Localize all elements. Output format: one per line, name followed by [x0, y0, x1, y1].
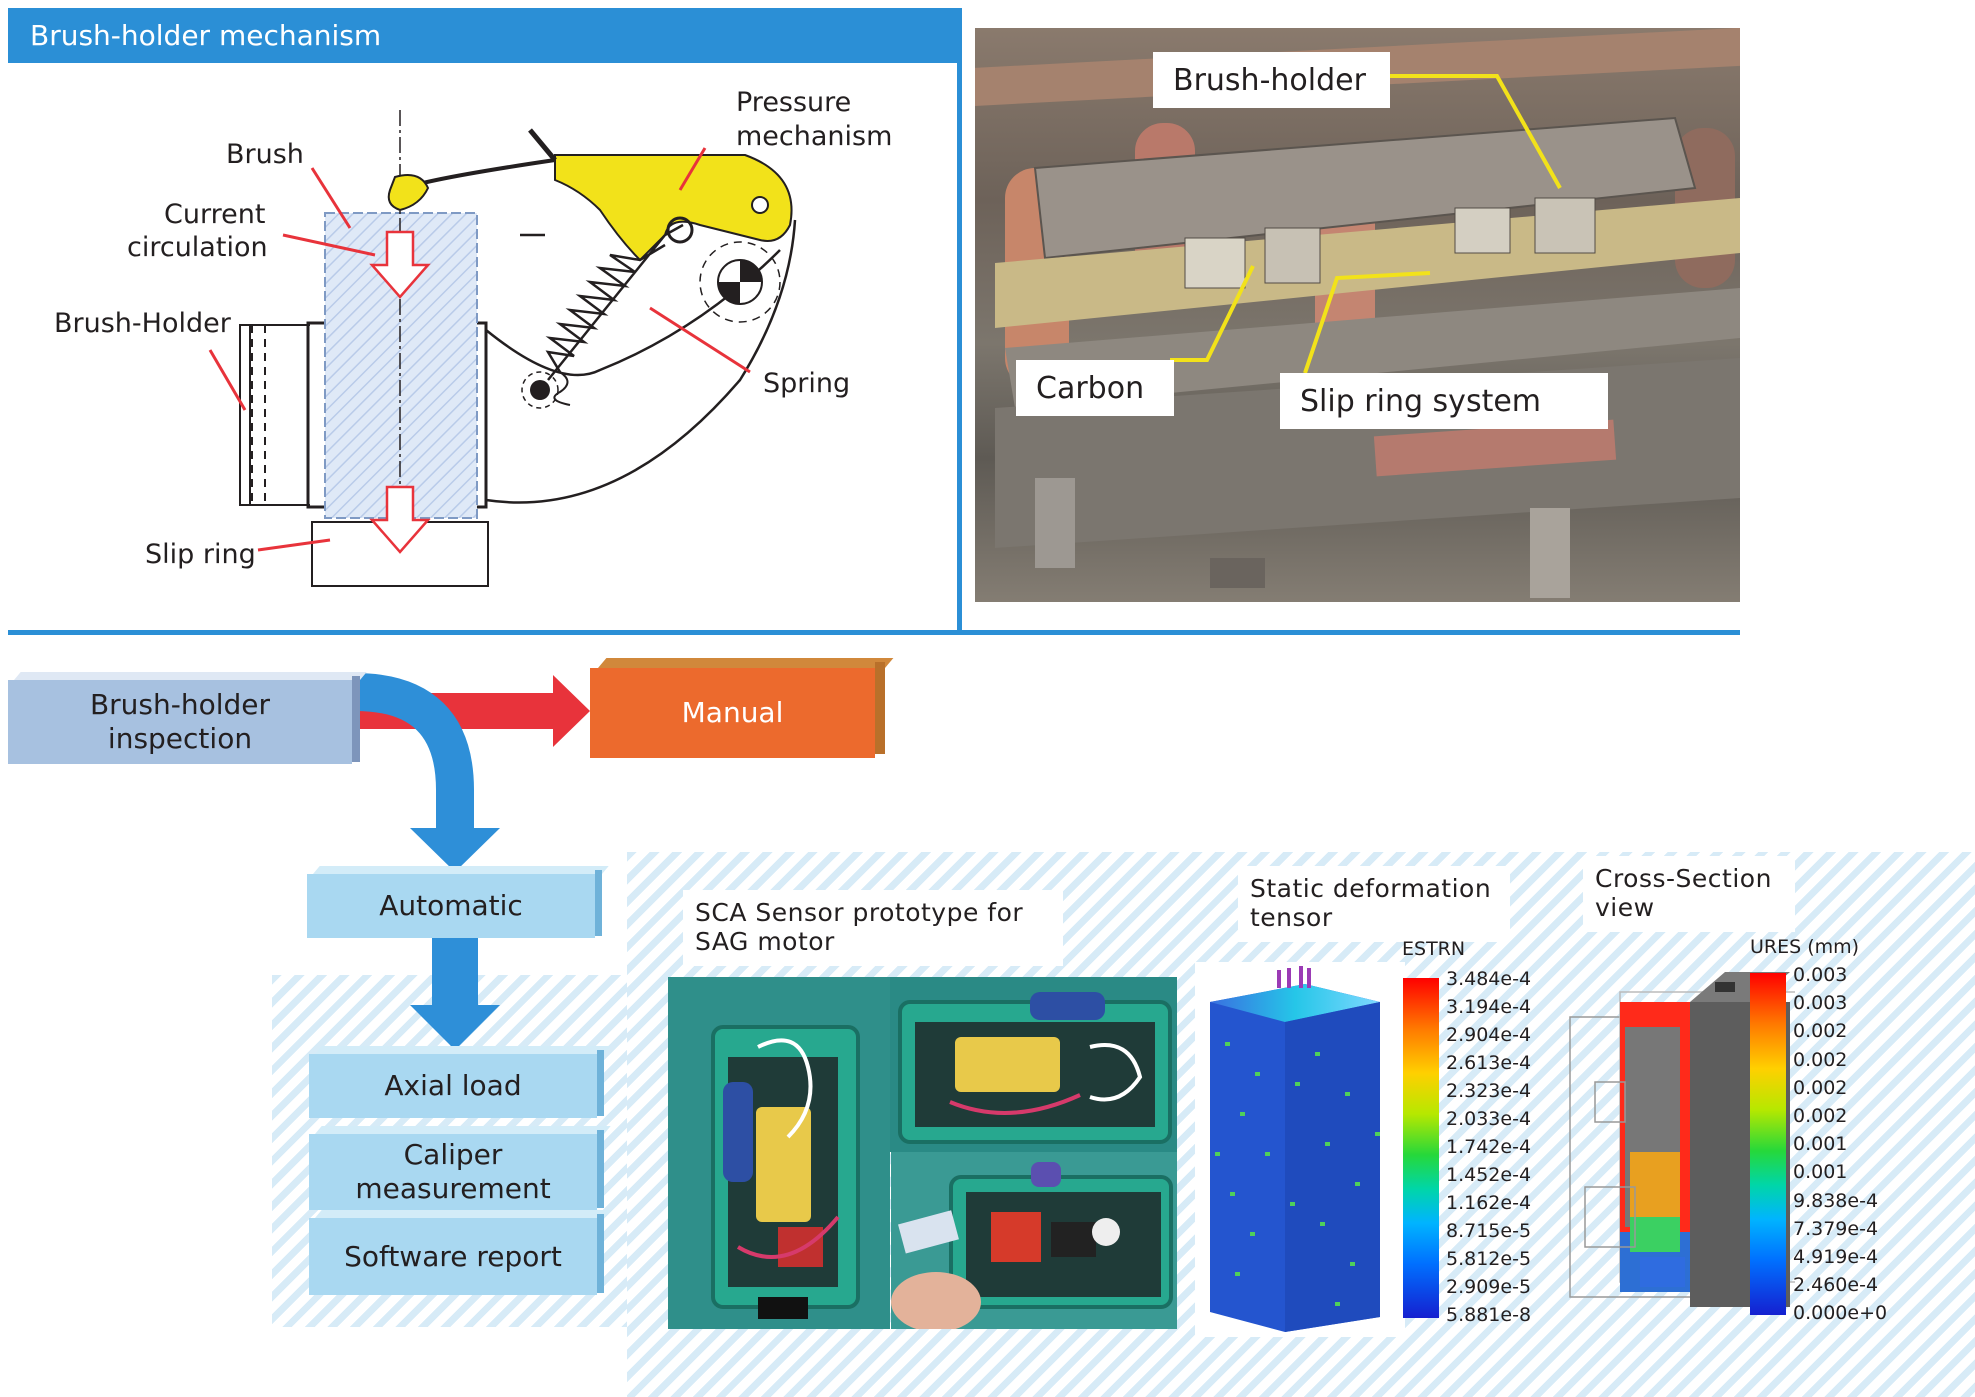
- box-automatic: Automatic: [307, 866, 609, 938]
- sensor-photo-top-right: [890, 977, 1177, 1152]
- brush-holder-diagram: [208, 110, 797, 587]
- ures-tick-label: 9.838e-4: [1793, 1189, 1879, 1212]
- cross-title-2: view: [1595, 893, 1655, 922]
- estrn-ticks: 3.484e-4 3.194e-4 2.904e-4 2.613e-4 2.323e-4…: [1446, 968, 1556, 1328]
- box-caliper-measurement: Caliper measurement: [309, 1126, 611, 1210]
- ures-tick-label: 0.003: [1793, 964, 1848, 986]
- estrn-title: ESTRN: [1402, 938, 1466, 960]
- ures-tick-label: 4.919e-4: [1793, 1246, 1879, 1268]
- label-slip-ring: Slip ring: [145, 539, 256, 570]
- estrn-tick-label: 2.033e-4: [1446, 1108, 1532, 1130]
- ures-tick-label: 7.379e-4: [1793, 1217, 1879, 1240]
- cross-section-image: [1565, 972, 1801, 1317]
- label-current-1: Current: [164, 199, 266, 230]
- ures-colorbar: [1750, 973, 1786, 1315]
- manual-label: Manual: [681, 696, 784, 729]
- sensor-title-1: SCA Sensor prototype for: [695, 898, 1024, 927]
- axial-load-label: Axial load: [384, 1069, 522, 1102]
- inspection-label-1: Brush-holder: [89, 688, 271, 721]
- estrn-tick-label: 8.715e-5: [1446, 1220, 1532, 1242]
- label-current-2: circulation: [127, 232, 268, 263]
- estrn-tick-label: 2.613e-4: [1446, 1052, 1532, 1074]
- static-title-1: Static deformation: [1250, 874, 1492, 903]
- automatic-label: Automatic: [379, 889, 523, 922]
- sensor-title-2: SAG motor: [695, 927, 835, 956]
- panel-title-cross: Cross-Section view: [1583, 856, 1795, 932]
- ures-tick-label: 0.003: [1793, 992, 1848, 1015]
- estrn-tick-label: 2.904e-4: [1446, 1024, 1532, 1046]
- panel-title-sensor: SCA Sensor prototype for SAG motor: [683, 890, 1063, 966]
- ures-tick-label: 0.001: [1793, 1161, 1848, 1184]
- ures-tick-label: 0.002: [1793, 1020, 1848, 1043]
- software-report-label: Software report: [344, 1239, 562, 1273]
- ures-tick-label: 0.002: [1793, 1105, 1848, 1127]
- label-brush: Brush: [226, 139, 304, 170]
- section-title: Brush-holder mechanism: [8, 8, 960, 63]
- label-pressure-2: mechanism: [736, 121, 893, 152]
- label-pressure-1: Pressure: [736, 87, 852, 118]
- estrn-tick-label: 3.484e-4: [1446, 968, 1532, 990]
- sensor-photo-bottom-right: [891, 1152, 1177, 1329]
- fea-static-image: [1195, 962, 1405, 1337]
- inspection-label-2: inspection: [107, 722, 253, 755]
- estrn-tick-label: 1.452e-4: [1446, 1164, 1532, 1186]
- estrn-tick-label: 2.909e-5: [1446, 1276, 1532, 1298]
- box-axial-load: Axial load: [309, 1046, 611, 1118]
- section-frame-right-border: [957, 8, 962, 633]
- estrn-tick-label: 2.323e-4: [1446, 1080, 1532, 1102]
- photo-label-brush-holder: Brush-holder: [1153, 52, 1390, 108]
- caliper-label-1: Caliper: [403, 1138, 503, 1171]
- ures-ticks: 0.003 0.003 0.002 0.002 0.002 0.002 0.001 0.001…: [1793, 964, 1913, 1324]
- box-software-report: Software report: [309, 1210, 611, 1295]
- section-divider: [8, 630, 1740, 635]
- sensor-photo-left: [668, 977, 890, 1329]
- estrn-tick-label: 1.742e-4: [1446, 1136, 1532, 1158]
- estrn-tick-label: 5.881e-8: [1446, 1304, 1532, 1326]
- estrn-tick-label: 5.812e-5: [1446, 1248, 1532, 1270]
- static-title-2: tensor: [1250, 903, 1333, 932]
- label-spring: Spring: [763, 368, 851, 399]
- ures-tick-label: 0.002: [1793, 1076, 1848, 1099]
- label-brush-holder: Brush-Holder: [54, 308, 231, 339]
- estrn-colorbar: [1403, 978, 1439, 1318]
- panel-title-static: Static deformation tensor: [1238, 866, 1510, 942]
- ures-title: URES (mm): [1750, 936, 1860, 958]
- ures-tick-label: 0.002: [1793, 1048, 1848, 1071]
- cross-title-1: Cross-Section: [1595, 864, 1772, 893]
- flow-arrows: [354, 673, 590, 1050]
- box-brush-holder-inspection: Brush-holder inspection: [8, 672, 367, 764]
- ures-tick-label: 0.001: [1793, 1133, 1848, 1156]
- ures-tick-label: 0.000e+0: [1793, 1302, 1888, 1325]
- estrn-tick-label: 3.194e-4: [1446, 996, 1532, 1018]
- estrn-tick-label: 1.162e-4: [1446, 1192, 1532, 1214]
- photo-label-carbon: Carbon: [1016, 360, 1174, 416]
- photo-label-slip-ring-system: Slip ring system: [1280, 373, 1608, 429]
- ures-tick-label: 2.460e-4: [1793, 1274, 1879, 1297]
- caliper-label-2: measurement: [355, 1172, 551, 1205]
- box-manual: Manual: [590, 658, 894, 758]
- slip-ring-photo: [975, 28, 1740, 602]
